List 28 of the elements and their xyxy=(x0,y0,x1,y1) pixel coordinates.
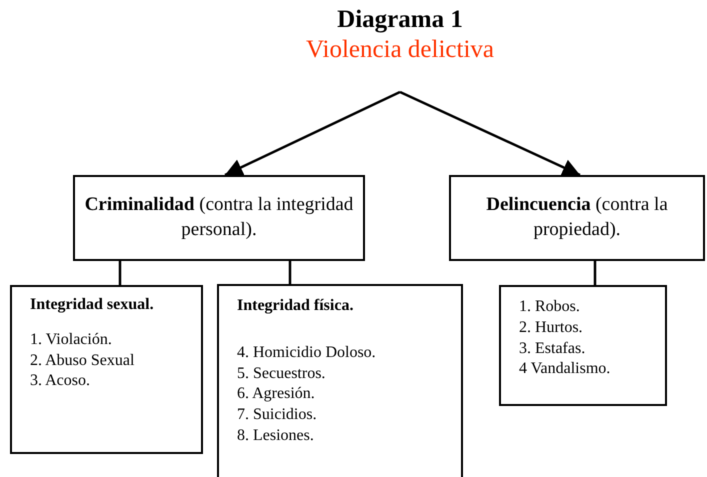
category-box xyxy=(73,175,365,261)
category-label: Criminalidad (contra la integridad personal). xyxy=(84,193,354,242)
connector-line xyxy=(288,261,292,284)
diagram-title: Diagrama 1 xyxy=(336,6,464,34)
list-item: 6. Agresión. xyxy=(237,384,316,404)
list-item: 4. Homicidio Doloso. xyxy=(237,342,377,363)
list-item: 8. Lesiones. xyxy=(237,426,315,446)
list-heading: Integridad sexual. xyxy=(30,295,155,315)
category-box xyxy=(449,175,705,261)
connector-line xyxy=(594,261,596,285)
list-item: 3. Estafas. xyxy=(519,338,586,359)
category-label: Delincuencia (contra la propiedad). xyxy=(485,193,669,242)
subtitle: Violencia delictiva xyxy=(306,36,494,64)
list-box xyxy=(499,285,667,406)
list-item: 2. Hurtos. xyxy=(519,318,584,338)
arrow xyxy=(399,90,581,176)
list-item: 5. Secuestros. xyxy=(237,364,326,384)
list-item: 4 Vandalismo. xyxy=(519,359,612,380)
list-item: 1. Violación. xyxy=(30,330,113,350)
list-box xyxy=(10,285,203,454)
list-item: 2. Abuso Sexual xyxy=(30,350,136,371)
list-heading: Integridad física. xyxy=(237,296,354,316)
list-item: 3. Acoso. xyxy=(30,371,91,392)
list-item: 1. Robos. xyxy=(519,297,581,317)
arrow xyxy=(224,90,401,176)
connector-line xyxy=(118,261,122,285)
list-box xyxy=(217,284,463,477)
list-item: 7. Suicidios. xyxy=(237,405,318,426)
